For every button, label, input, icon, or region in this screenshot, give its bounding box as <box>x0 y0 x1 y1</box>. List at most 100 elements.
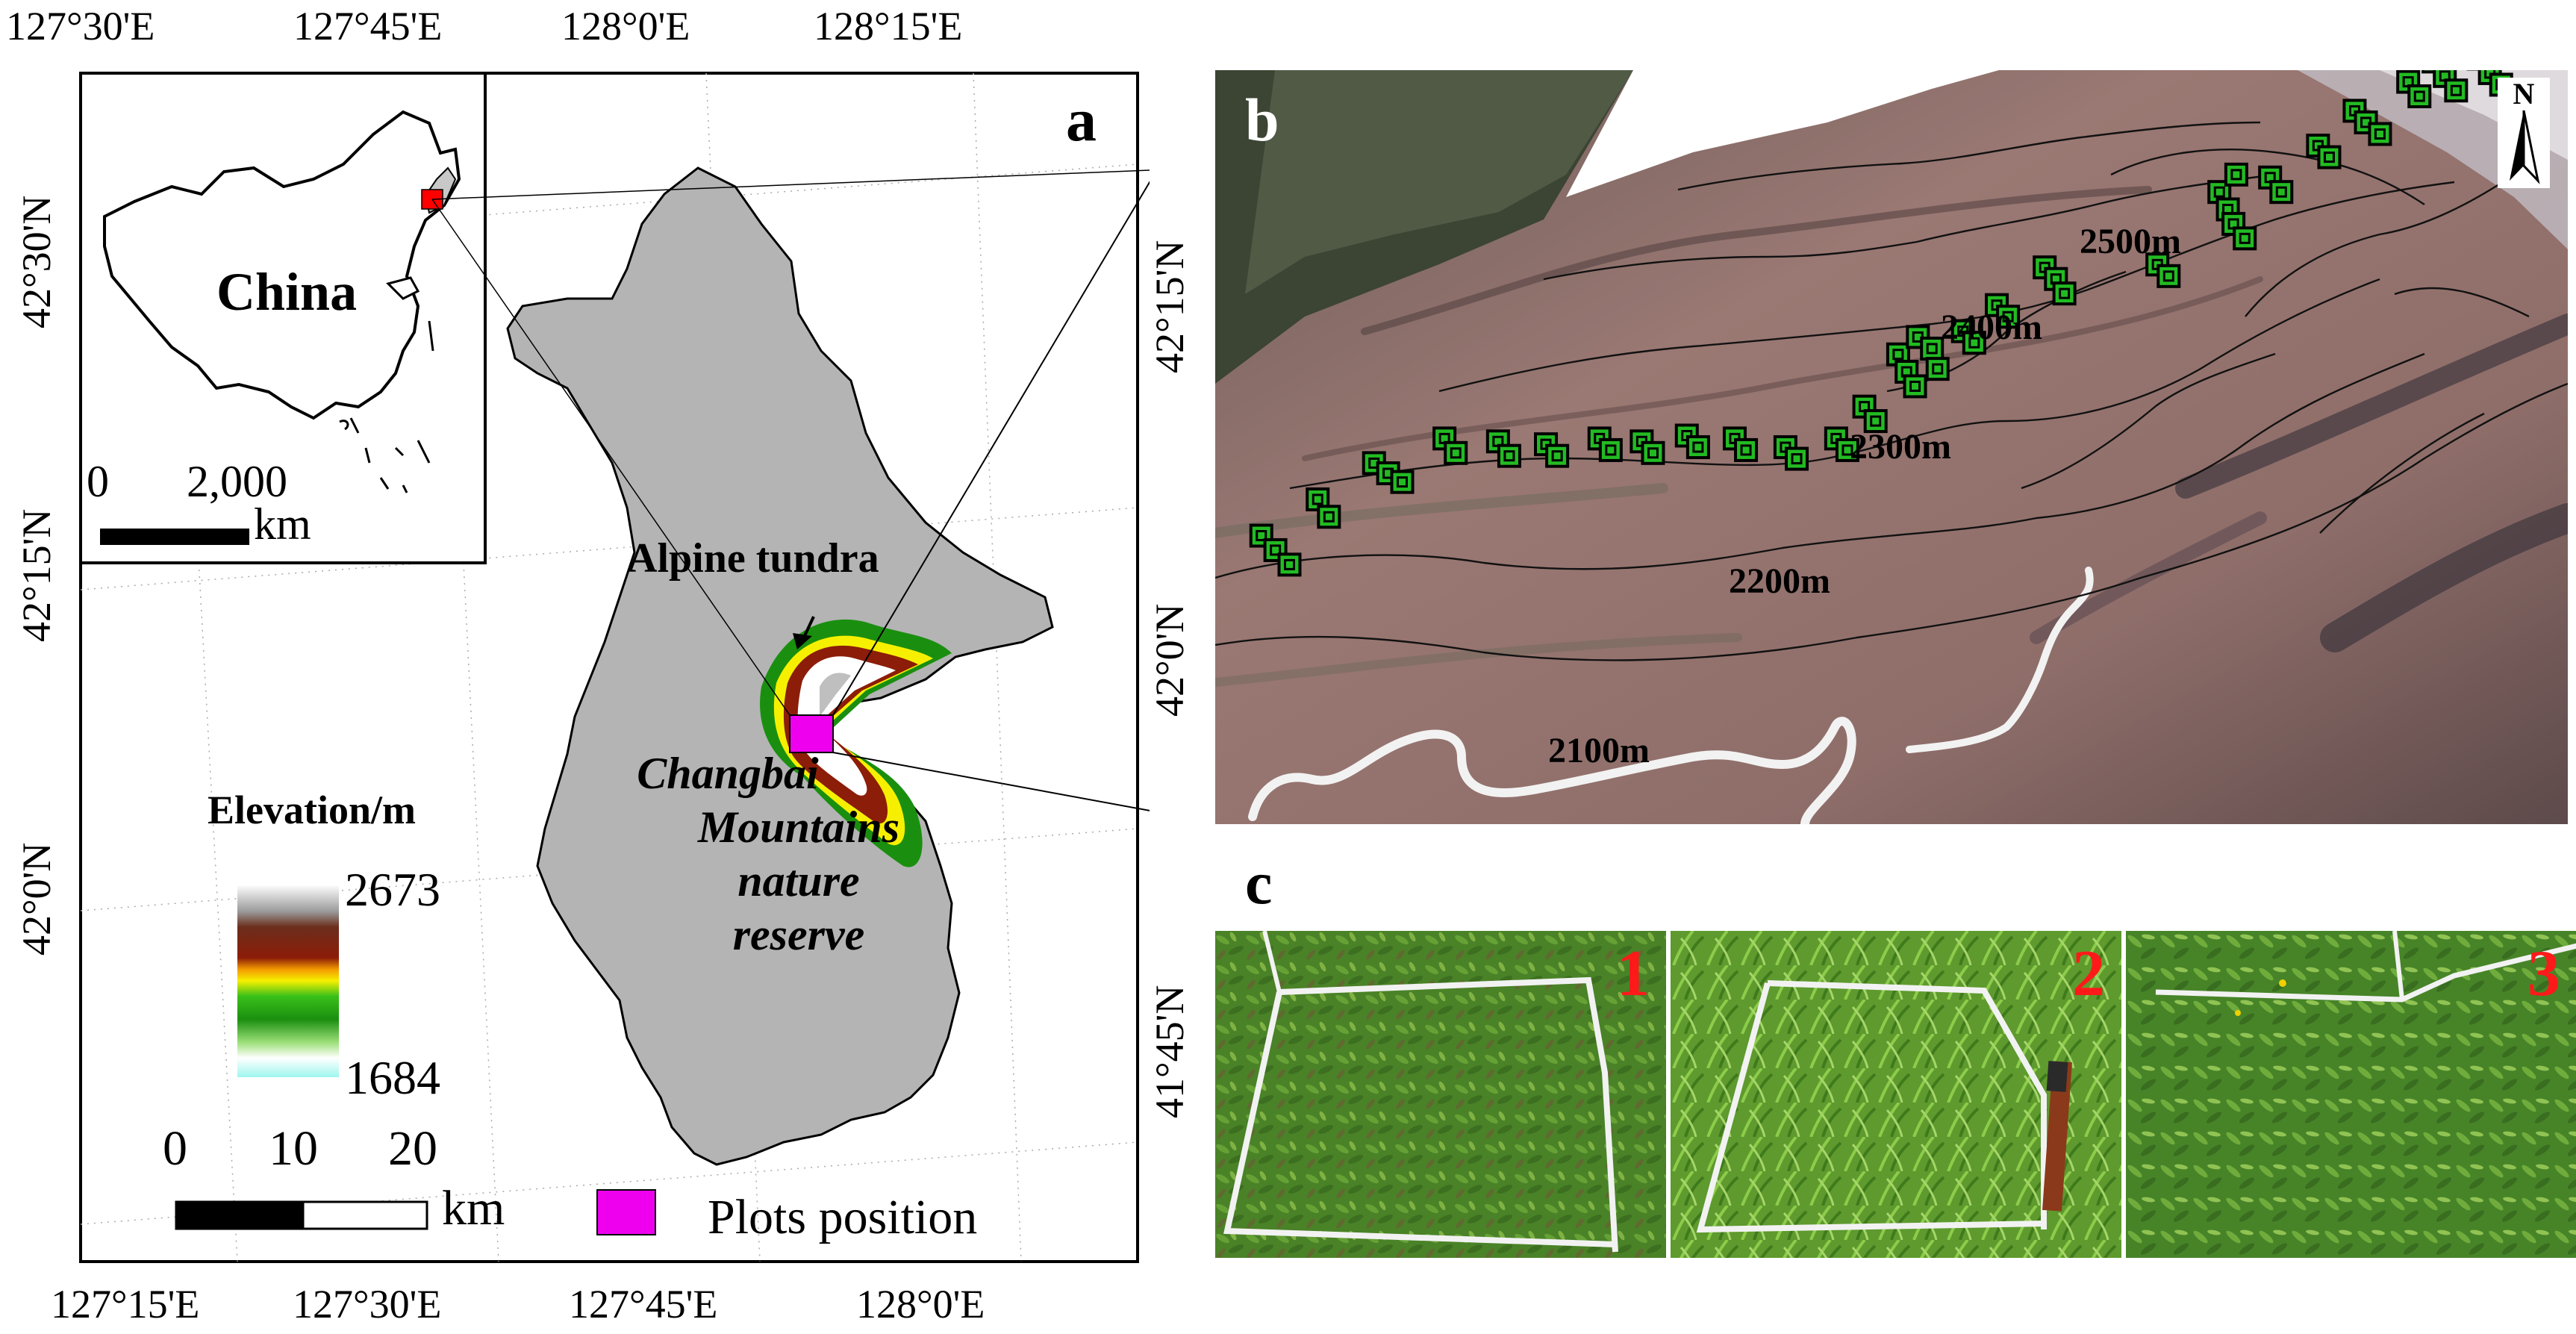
reserve-label: Changbai Mountains nature reserve <box>605 747 963 961</box>
contour-label-2400: 2400m <box>1941 308 2042 347</box>
plot-marker-inner <box>2275 186 2287 198</box>
plot-marker <box>1545 443 1570 468</box>
scale-unit: km <box>442 1181 505 1235</box>
plot-marker-inner <box>1312 493 1323 505</box>
right-latitude-label: 42°15'N <box>1147 240 1192 373</box>
scale-label: 0 <box>163 1121 187 1176</box>
plot-markers <box>1249 70 2513 577</box>
right-latitude-label: 42°0'N <box>1147 603 1192 717</box>
north-label: N <box>2513 77 2535 110</box>
photo-number: 2 <box>2072 938 2105 1010</box>
bottom-longitude-label: 128°0'E <box>856 1282 985 1327</box>
plot-marker-inner <box>1284 558 1295 570</box>
reserve-label-line: nature <box>737 856 860 906</box>
plot-marker-inner <box>2413 90 2425 102</box>
reserve-label-line: reserve <box>732 910 865 959</box>
plot-marker-inner <box>1647 447 1659 459</box>
plot-marker-inner <box>2213 186 2225 198</box>
panel-b-satellite-view <box>1215 70 2568 824</box>
plot-marker-inner <box>2162 270 2174 282</box>
inset-scale-start: 0 <box>87 457 109 506</box>
plot-marker-inner <box>2002 311 2014 322</box>
plot-marker-inner <box>1551 450 1563 462</box>
plot-marker-inner <box>2323 152 2335 163</box>
road <box>1248 717 1856 824</box>
plot-marker <box>2052 281 2077 306</box>
connector-line <box>832 181 1150 716</box>
plot-marker <box>1317 505 1341 529</box>
plot-marker-inner <box>1256 530 1267 542</box>
plot-marker-inner <box>1270 544 1282 556</box>
plot-marker <box>1390 470 1415 494</box>
plot-marker-inner <box>1791 453 1803 465</box>
top-longitude-label: 128°0'E <box>561 4 690 49</box>
legend-title: Elevation/m <box>208 788 416 832</box>
contour-label-2100: 2100m <box>1548 731 1650 770</box>
panel-a-frame <box>79 72 1139 1263</box>
plot-marker <box>1734 437 1759 462</box>
bottom-longitude-label: 127°30'E <box>293 1282 442 1327</box>
scale-label: 20 <box>388 1121 437 1176</box>
inset-scale-bar <box>100 529 249 545</box>
scale-label: 10 <box>269 1121 318 1176</box>
plot-marker <box>1685 435 1710 460</box>
contour-label-2200: 2200m <box>1729 561 1830 601</box>
panel-b-letter: b <box>1245 86 1279 154</box>
china-label: China <box>216 262 358 322</box>
legend-min-label: 1684 <box>345 1051 440 1104</box>
plot-marker-inner <box>1926 343 1938 355</box>
reserve-label-line: Changbai <box>637 749 819 798</box>
plot-marker-inner <box>2450 84 2462 96</box>
alpine-tundra-label: Alpine tundra <box>627 535 879 582</box>
elevation-ramp <box>237 885 339 1077</box>
legend-max-label: 2673 <box>345 863 440 916</box>
right-latitude-label: 41°45'N <box>1147 985 1192 1118</box>
contour-label-2500: 2500m <box>2080 222 2181 261</box>
plot-marker <box>2317 145 2342 169</box>
bottom-longitude-label: 127°45'E <box>569 1282 718 1327</box>
reserve-label-line: Mountains <box>697 802 900 852</box>
plots-legend-label: Plots position <box>708 1190 978 1244</box>
inset-scale-end: 2,000 <box>187 457 287 506</box>
plot-marker-inner <box>1968 337 1980 349</box>
scale-bar-black <box>175 1200 305 1230</box>
top-longitude-label: 127°30'E <box>6 4 155 49</box>
plot-marker <box>1863 409 1888 434</box>
plot-marker-inner <box>1932 363 1944 375</box>
plot-marker-inner <box>1503 450 1515 462</box>
quadrat-photo: 1 <box>1215 931 1666 1258</box>
plot-marker-inner <box>1323 511 1335 523</box>
plot-marker-inner <box>1841 444 1853 456</box>
inset-scale-unit: km <box>254 499 311 549</box>
panel-c-letter: c <box>1245 849 1273 917</box>
panel-a-map <box>79 72 1150 1263</box>
contour-label-2300: 2300m <box>1850 427 1951 467</box>
plots-position-marker <box>789 714 834 753</box>
plot-marker-inner <box>1909 380 1921 392</box>
photo-number: 1 <box>1617 938 1650 1010</box>
plot-marker-inner <box>1892 349 1904 361</box>
plot-marker-inner <box>1450 447 1462 459</box>
top-longitude-label: 128°15'E <box>814 4 963 49</box>
top-longitude-label: 127°45'E <box>293 4 443 49</box>
quadrat-photo: 3 <box>2126 931 2576 1258</box>
plots-legend-swatch <box>596 1189 656 1235</box>
plot-marker-inner <box>2239 232 2251 244</box>
elevation-hotspot <box>760 619 952 867</box>
plot-marker-inner <box>1605 444 1617 456</box>
panel-a-letter: a <box>1066 86 1097 154</box>
scale-bar-white <box>302 1200 428 1230</box>
plot-marker-inner <box>1870 415 1882 427</box>
plot-marker-inner <box>2230 169 2242 181</box>
plot-marker-inner <box>1397 476 1408 488</box>
plot-marker-inner <box>1740 444 1752 456</box>
plot-marker-inner <box>1692 441 1704 453</box>
quadrat-photo: 2 <box>1671 931 2121 1258</box>
plot-marker <box>1497 443 1521 468</box>
south-china-sea-islands <box>339 320 434 493</box>
plot-marker <box>2269 180 2294 205</box>
bottom-longitude-label: 127°15'E <box>51 1282 200 1327</box>
plot-marker-inner <box>2059 287 2071 299</box>
photo-number: 3 <box>2527 938 2560 1010</box>
plot-marker-inner <box>2374 128 2386 140</box>
